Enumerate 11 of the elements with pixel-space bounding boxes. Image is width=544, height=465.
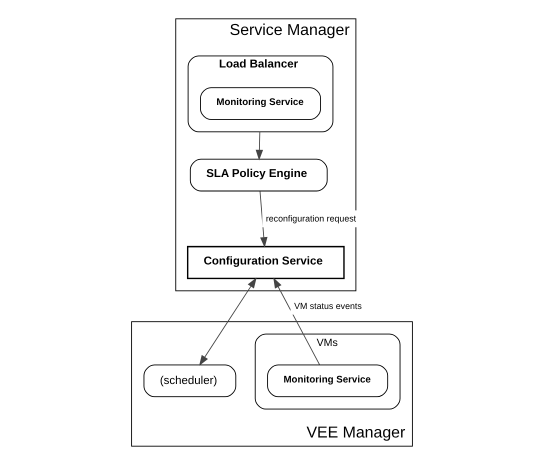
node-box: Monitoring Service [267,364,388,398]
edge-label: VM status events [294,300,362,311]
node-box: Monitoring Service [200,87,321,120]
arrow [256,131,264,160]
node-box: (scheduler) [144,364,236,398]
node-box: SLA Policy Engine [190,158,328,192]
node-box: Configuration Service [186,246,345,280]
arrow [260,190,268,248]
arrow [199,278,257,366]
arrow [273,277,320,366]
edge-label: reconfiguration request [266,213,356,224]
